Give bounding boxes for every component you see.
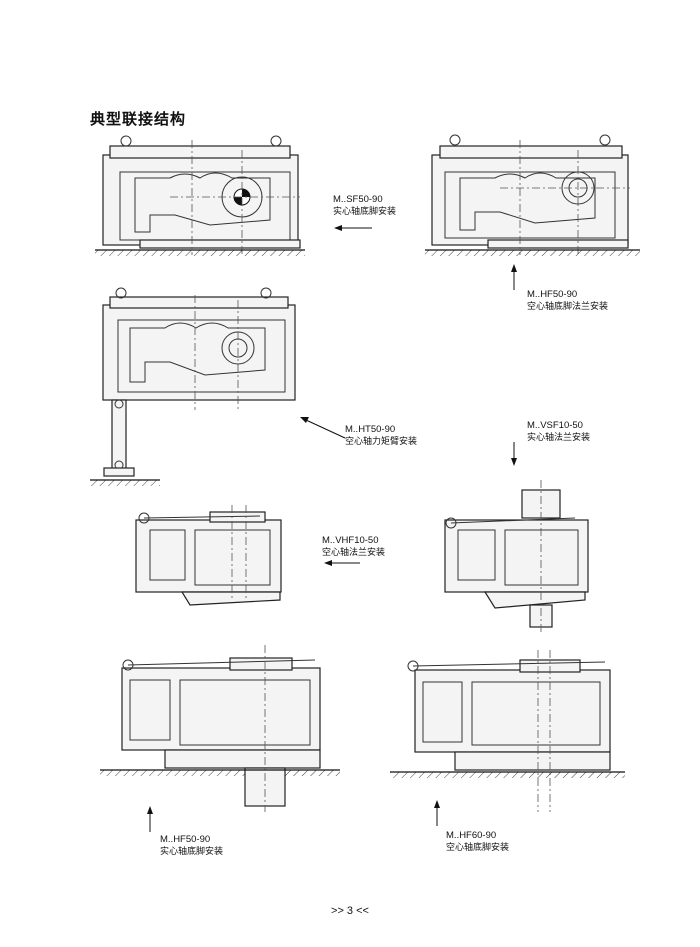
label-ht-desc: 空心轴力矩臂安装 (345, 437, 418, 447)
gearbox-hf-flange-drawing (425, 134, 640, 256)
arrow-up-hf-bottom-left (147, 806, 153, 832)
label-hf-bottom-left-code: M..HF50-90 (160, 834, 211, 845)
gearbox-ht-torque-arm-drawing (90, 287, 296, 486)
gearbox-vsf-drawing (444, 480, 589, 632)
label-sf-desc: 实心轴底脚安装 (333, 207, 397, 217)
gearbox-sf-foot-drawing (95, 135, 305, 256)
label-sf: M..SF50-90 实心轴底脚安装 (333, 194, 396, 218)
label-vhf-code: M..VHF10-50 (322, 535, 379, 546)
label-ht-code: M..HT50-90 (345, 424, 396, 435)
label-vsf-code: M..VSF10-50 (527, 420, 583, 431)
arrow-left-vhf (324, 560, 360, 566)
arrow-left-sf (334, 225, 372, 231)
label-sf-code: M..SF50-90 (333, 194, 383, 205)
label-hf-top-desc: 空心轴底脚法兰安装 (527, 302, 609, 312)
label-hf-bottom-right-desc: 空心轴底脚安装 (446, 843, 510, 853)
label-hf-top: M..HF50-90 空心轴底脚法兰安装 (527, 289, 608, 313)
label-vsf: M..VSF10-50 实心轴法兰安装 (527, 420, 590, 444)
gearbox-hf-bottom-left-drawing (100, 645, 340, 812)
arrow-down-vsf (511, 442, 517, 466)
page-number: >> 3 << (331, 905, 369, 917)
label-vhf-desc: 空心轴法兰安装 (322, 548, 386, 558)
label-hf-bottom-right-code: M..HF60-90 (446, 830, 497, 841)
label-hf-bottom-left-desc: 实心轴底脚安装 (160, 847, 224, 857)
gearbox-vhf-drawing (135, 505, 282, 606)
gearbox-hf-bottom-right-drawing (390, 650, 625, 812)
arrow-up-hf-top (511, 264, 517, 290)
label-vsf-desc: 实心轴法兰安装 (527, 433, 591, 443)
label-hf-top-code: M..HF50-90 (527, 289, 578, 300)
label-vhf: M..VHF10-50 空心轴法兰安装 (322, 535, 385, 559)
page-title: 典型联接结构 (90, 110, 187, 128)
label-ht: M..HT50-90 空心轴力矩臂安装 (345, 424, 417, 448)
label-hf-bottom-left: M..HF50-90 实心轴底脚安装 (160, 834, 223, 858)
arrow-ht (300, 417, 346, 439)
label-hf-bottom-right: M..HF60-90 空心轴底脚安装 (446, 830, 509, 854)
arrow-up-hf-bottom-right (434, 800, 440, 826)
